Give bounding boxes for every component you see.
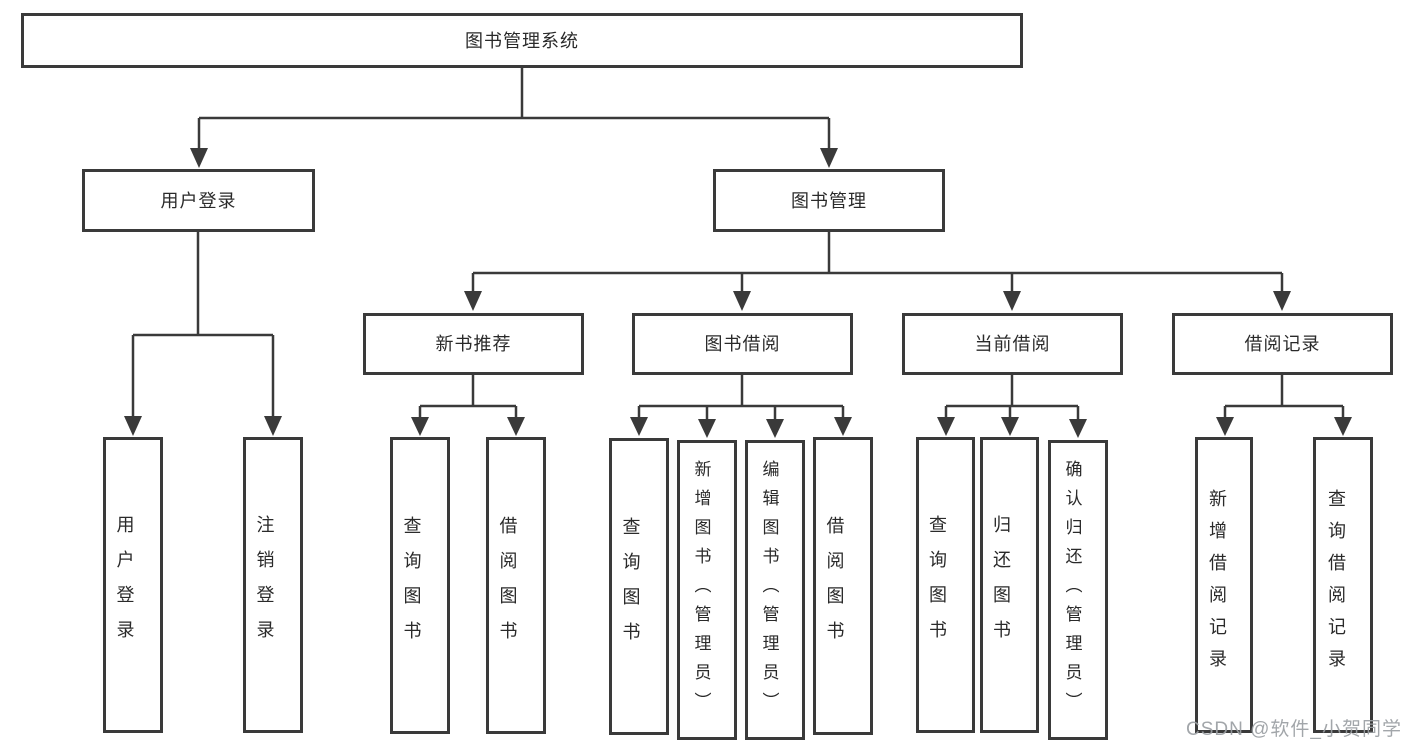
leaf-query-books-recommend: 查询图书 — [390, 437, 450, 734]
leaf-add-borrow-record-label: 新增借阅记录 — [1207, 489, 1227, 681]
node-user-login-label: 用户登录 — [160, 190, 237, 211]
leaf-query-books-borrowing: 查询图书 — [609, 438, 669, 735]
leaf-return-books-label: 归还图书 — [991, 515, 1011, 655]
node-new-book-recommend: 新书推荐 — [363, 313, 584, 375]
node-book-borrowing-label: 图书借阅 — [704, 334, 781, 354]
node-book-management: 图书管理 — [713, 169, 945, 232]
leaf-query-books-current-label: 查询图书 — [927, 515, 947, 655]
csdn-watermark: CSDN @软件_小贺同学 — [1186, 719, 1402, 740]
node-library-system-label: 图书管理系统 — [465, 30, 579, 51]
leaf-return-books: 归还图书 — [980, 437, 1039, 733]
leaf-borrow-books-borrowing-label: 借阅图书 — [824, 516, 845, 656]
node-borrow-records-label: 借阅记录 — [1244, 334, 1321, 354]
leaf-user-login-label: 用户登录 — [114, 515, 135, 655]
leaf-query-books-current: 查询图书 — [916, 437, 975, 733]
node-book-borrowing: 图书借阅 — [632, 313, 853, 375]
node-new-book-recommend-label: 新书推荐 — [435, 334, 512, 354]
leaf-query-books-borrowing-label: 查询图书 — [620, 516, 641, 657]
node-borrow-records: 借阅记录 — [1172, 313, 1393, 375]
leaf-add-borrow-record: 新增借阅记录 — [1195, 437, 1253, 733]
node-library-system: 图书管理系统 — [21, 13, 1023, 68]
leaf-query-borrow-record-label: 查询借阅记录 — [1326, 489, 1346, 681]
leaf-borrow-books-recommend-label: 借阅图书 — [497, 515, 518, 656]
leaf-add-book-admin: 新增图书（管理员） — [677, 440, 737, 740]
node-user-login: 用户登录 — [82, 169, 315, 232]
leaf-user-login: 用户登录 — [103, 437, 163, 733]
leaf-logout: 注销登录 — [243, 437, 303, 733]
leaf-confirm-return-admin: 确认归还（管理员） — [1048, 440, 1108, 740]
leaf-edit-book-admin: 编辑图书（管理员） — [745, 440, 805, 740]
leaf-query-borrow-record: 查询借阅记录 — [1313, 437, 1373, 733]
leaf-borrow-books-borrowing: 借阅图书 — [813, 437, 873, 735]
node-book-management-label: 图书管理 — [791, 190, 867, 211]
leaf-query-books-recommend-label: 查询图书 — [401, 515, 422, 656]
leaf-edit-book-admin-label: 编辑图书（管理员） — [759, 459, 779, 721]
node-current-borrowing: 当前借阅 — [902, 313, 1123, 375]
leaf-confirm-return-admin-label: 确认归还（管理员） — [1062, 459, 1082, 721]
leaf-logout-label: 注销登录 — [254, 515, 275, 655]
node-current-borrowing-label: 当前借阅 — [974, 334, 1051, 354]
leaf-borrow-books-recommend: 借阅图书 — [486, 437, 546, 734]
leaf-add-book-admin-label: 新增图书（管理员） — [691, 459, 711, 721]
